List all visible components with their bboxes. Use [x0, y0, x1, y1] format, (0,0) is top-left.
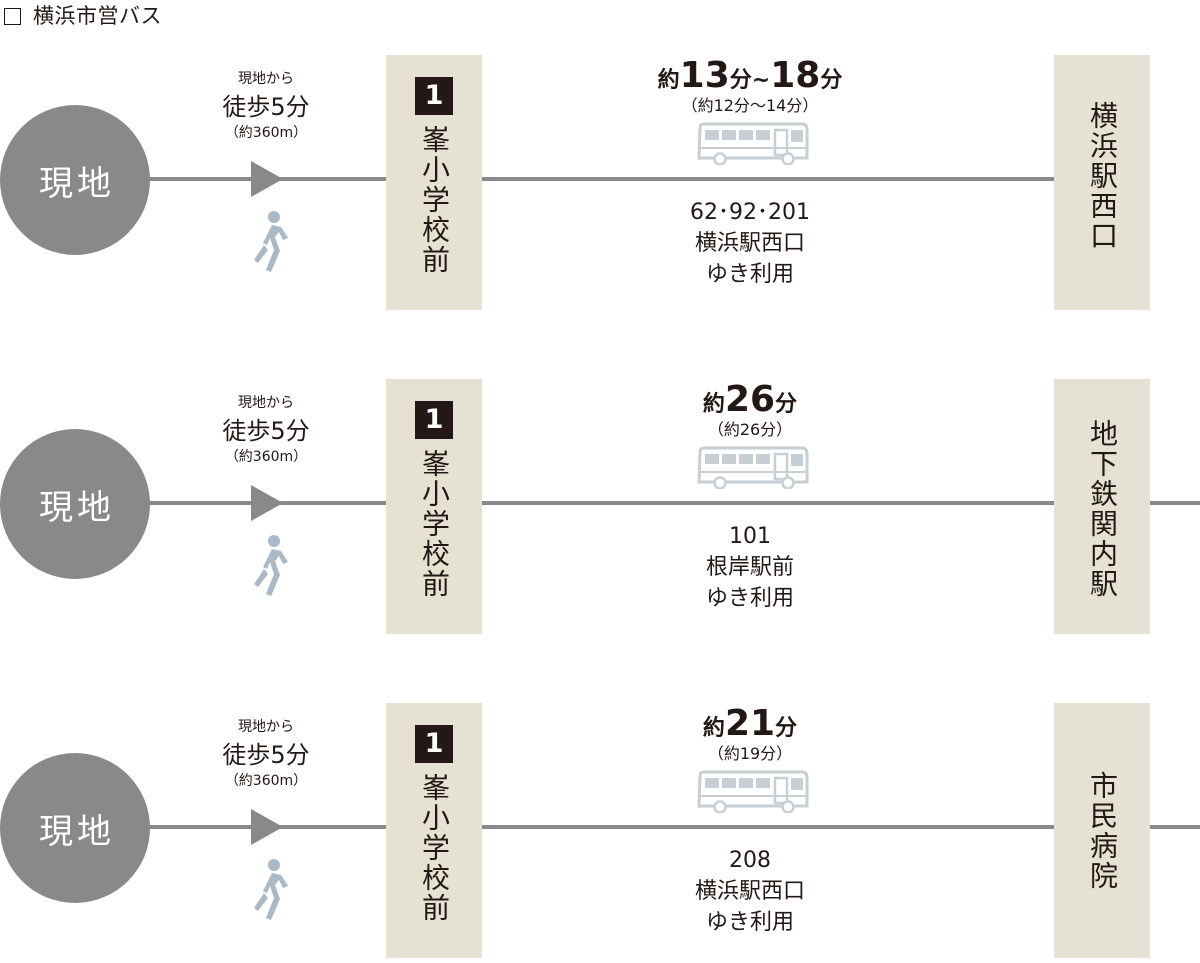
stop-name: 峯小学校前 — [418, 773, 451, 923]
arrow-right-icon — [251, 809, 283, 845]
bus-time-range: （約26分） — [707, 420, 793, 439]
bus-icon — [697, 770, 809, 813]
bus-stop-box: 1 峯小学校前 — [386, 379, 482, 634]
stop-number-badge: 1 — [415, 725, 453, 763]
bus-line-info: 208 横浜駅西口 ゆき利用 — [600, 845, 900, 938]
walk-info: 現地から 徒歩5分 （約360m） — [196, 69, 336, 143]
bus-time-minutes-min: 13 — [679, 55, 730, 96]
stop-name: 峯小学校前 — [418, 449, 451, 599]
walk-time: 徒歩5分 — [222, 741, 310, 769]
walk-info: 現地から 徒歩5分 （約360m） — [196, 393, 336, 467]
bus-stop-box: 1 峯小学校前 — [386, 703, 482, 958]
bus-path-line — [480, 501, 1058, 505]
bus-time-range: （約19分） — [707, 744, 793, 763]
bus-time-separator: 分~ — [729, 68, 771, 93]
walking-person-icon — [254, 859, 288, 920]
origin-circle: 現地 — [0, 429, 150, 579]
continuation-line — [1148, 501, 1200, 505]
destination-name: 地下鉄関内駅 — [1086, 419, 1119, 599]
origin-circle: 現地 — [0, 105, 150, 255]
bus-icon — [697, 446, 809, 489]
walk-from-label: 現地から — [238, 71, 294, 87]
arrow-right-icon — [251, 485, 283, 521]
walk-info: 現地から 徒歩5分 （約360m） — [196, 717, 336, 791]
bus-note: ゆき利用 — [705, 262, 794, 287]
bus-destination: 根岸駅前 — [705, 555, 794, 580]
bus-destination: 横浜駅西口 — [694, 879, 805, 904]
bus-line-info: 62･92･201 横浜駅西口 ゆき利用 — [600, 197, 900, 290]
bus-icon — [697, 122, 809, 165]
walk-distance: （約360m） — [224, 449, 308, 465]
route-row: 現地 現地から 徒歩5分 （約360m） 1 峯小学校前 約21分 （約19分）… — [0, 703, 1200, 963]
stop-name: 峯小学校前 — [418, 125, 451, 275]
continuation-line — [1148, 825, 1200, 829]
walk-time: 徒歩5分 — [222, 93, 310, 121]
bus-time-suffix: 分 — [775, 392, 798, 417]
destination-box: 地下鉄関内駅 — [1054, 379, 1150, 634]
arrow-right-icon — [251, 161, 283, 197]
walk-from-label: 現地から — [238, 395, 294, 411]
bus-line-info: 101 根岸駅前 ゆき利用 — [600, 521, 900, 614]
bus-ride-time: 約26分 （約26分） — [600, 379, 900, 441]
bus-time-minutes: 26 — [724, 379, 776, 420]
bus-destination: 横浜駅西口 — [694, 231, 805, 256]
bus-path-line — [480, 177, 1058, 181]
bus-time-range: （約12分～14分） — [681, 96, 819, 115]
walking-person-icon — [254, 535, 288, 596]
bus-time-minutes: 21 — [724, 703, 776, 744]
bus-time-prefix: 約 — [657, 68, 680, 93]
bus-time-prefix: 約 — [702, 392, 725, 417]
walk-from-label: 現地から — [238, 719, 294, 735]
checkbox-square-icon — [4, 7, 21, 25]
walk-distance: （約360m） — [224, 773, 308, 789]
bus-line-numbers: 101 — [729, 524, 771, 549]
bus-time-minutes-max: 18 — [770, 55, 821, 96]
stop-number-badge: 1 — [415, 401, 453, 439]
bus-path-line — [480, 825, 1058, 829]
page-title: 横浜市営バス — [33, 4, 162, 28]
destination-name: 市民病院 — [1086, 771, 1119, 891]
walk-distance: （約360m） — [224, 125, 308, 141]
bus-line-numbers: 62･92･201 — [690, 200, 810, 225]
bus-note: ゆき利用 — [705, 910, 794, 935]
origin-circle: 現地 — [0, 753, 150, 903]
destination-name: 横浜駅西口 — [1086, 101, 1119, 251]
walking-person-icon — [254, 211, 288, 272]
bus-stop-box: 1 峯小学校前 — [386, 55, 482, 310]
destination-box: 横浜駅西口 — [1054, 55, 1150, 310]
bus-line-numbers: 208 — [729, 848, 771, 873]
route-row: 現地 現地から 徒歩5分 （約360m） 1 峯小学校前 約13分~18分 （約… — [0, 55, 1200, 315]
bus-note: ゆき利用 — [705, 586, 794, 611]
route-row: 現地 現地から 徒歩5分 （約360m） 1 峯小学校前 約26分 （約26分）… — [0, 379, 1200, 639]
bus-ride-time: 約21分 （約19分） — [600, 703, 900, 765]
bus-ride-time: 約13分~18分 （約12分～14分） — [600, 55, 900, 117]
bus-time-suffix: 分 — [820, 68, 843, 93]
stop-number-badge: 1 — [415, 77, 453, 115]
page-header: 横浜市営バス — [4, 2, 162, 30]
bus-time-suffix: 分 — [775, 716, 798, 741]
destination-box: 市民病院 — [1054, 703, 1150, 958]
bus-time-prefix: 約 — [702, 716, 725, 741]
walk-time: 徒歩5分 — [222, 417, 310, 445]
